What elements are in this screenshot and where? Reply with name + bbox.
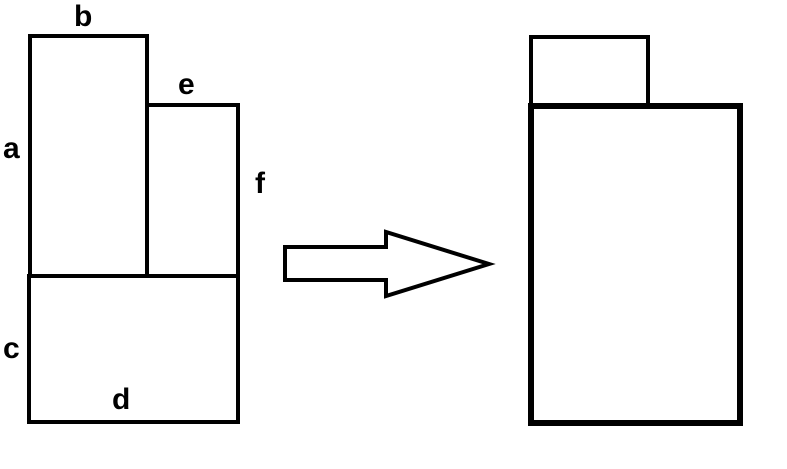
label-c: c: [3, 332, 20, 365]
label-f: f: [255, 167, 266, 200]
bottom-rectangle: [27, 274, 240, 424]
tall-rectangle: [28, 34, 149, 278]
right-figure: [528, 35, 743, 426]
label-a: a: [3, 132, 20, 165]
short-rectangle: [145, 103, 240, 278]
label-e: e: [178, 68, 195, 101]
right-arrow-icon: [283, 229, 496, 299]
combined-main-rectangle: [528, 103, 743, 426]
combined-top-rectangle: [529, 35, 650, 108]
label-b: b: [74, 0, 92, 33]
left-figure: a b c d e f: [3, 0, 266, 424]
label-d: d: [112, 383, 130, 416]
